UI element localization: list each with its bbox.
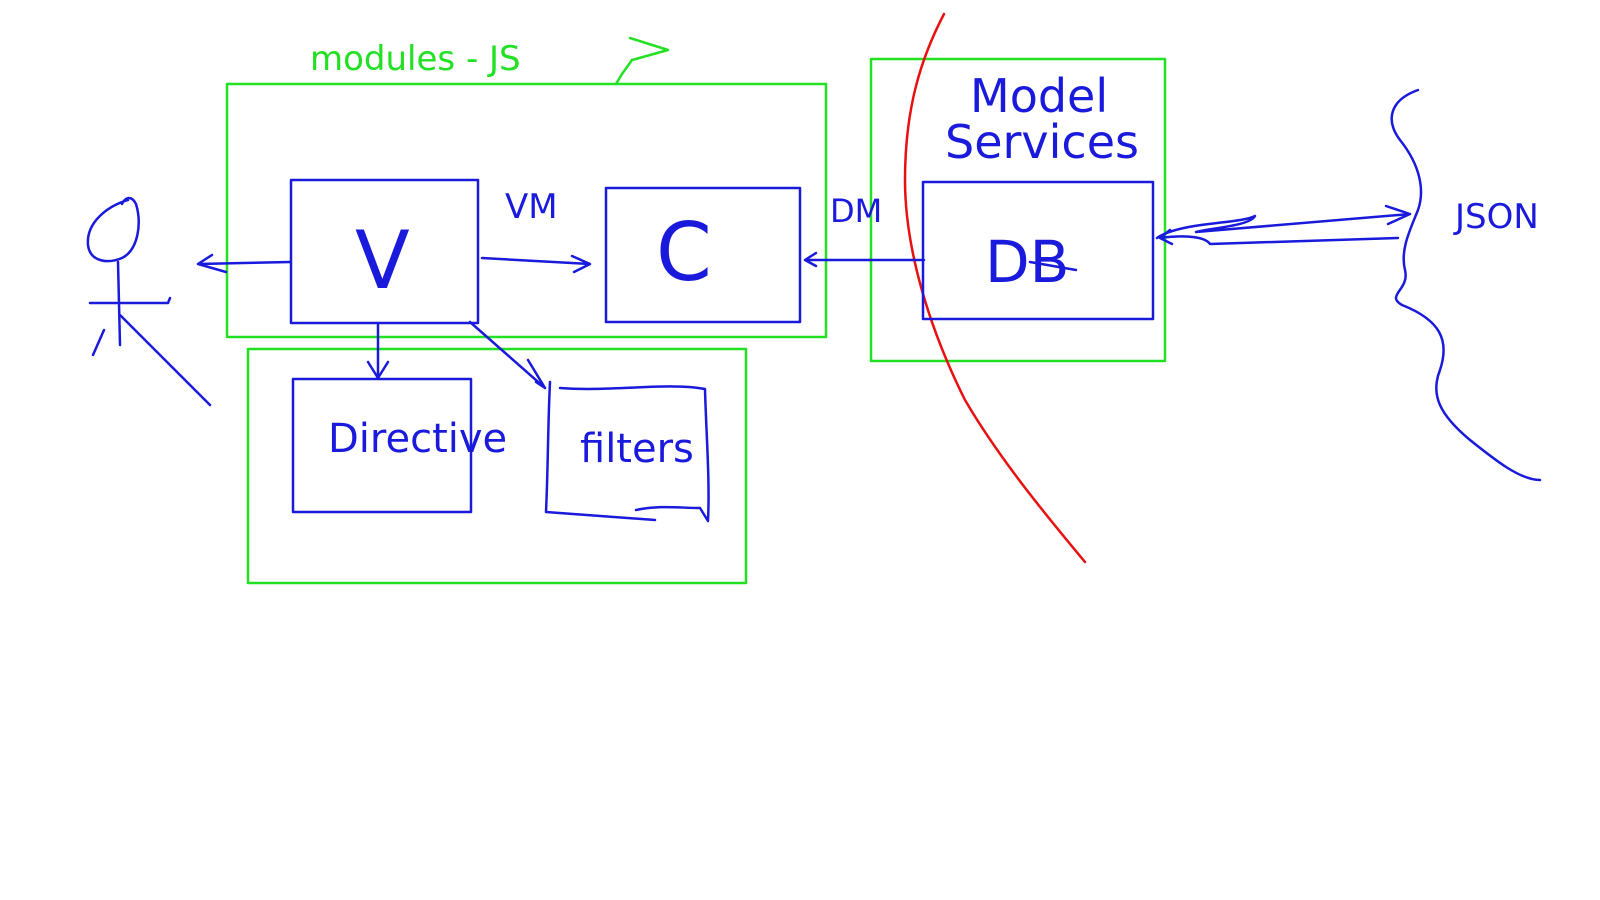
arrow-json-to-db	[1158, 228, 1400, 246]
arrow-view-to-directive	[366, 323, 390, 380]
data-model-label: DM	[830, 192, 882, 230]
modules-annotation: modules - JS	[310, 36, 670, 86]
model-services-label: Model	[970, 69, 1108, 123]
view-box	[289, 178, 480, 325]
controller-box	[604, 186, 802, 324]
db-label: DB	[985, 228, 1069, 296]
directive-box	[291, 377, 473, 514]
model-services-label-line2: Services	[945, 115, 1139, 169]
module-box-extensions	[246, 347, 748, 585]
modules-arrow	[614, 36, 670, 86]
module-box-main	[225, 82, 828, 339]
modules-label: modules - JS	[310, 39, 521, 79]
stick-figure-user-icon	[86, 196, 212, 407]
arrow-view-to-filters	[468, 320, 547, 390]
db-underline	[1028, 260, 1078, 272]
filters-box	[544, 380, 710, 523]
json-source-brace	[1390, 88, 1542, 482]
arrow-view-to-user	[196, 253, 292, 274]
view-model-label: VM	[505, 187, 558, 227]
arrow-db-to-json	[1155, 204, 1412, 240]
view-label: V	[355, 214, 410, 307]
json-label: JSON	[1453, 197, 1539, 237]
controller-label: C	[656, 206, 712, 299]
db-box	[921, 180, 1155, 321]
filters-label: filters	[580, 426, 694, 472]
arrow-db-to-controller	[803, 251, 926, 268]
directive-label: Directive	[328, 416, 507, 462]
arrow-view-to-controller	[480, 254, 592, 274]
module-box-model-services	[869, 57, 1167, 363]
